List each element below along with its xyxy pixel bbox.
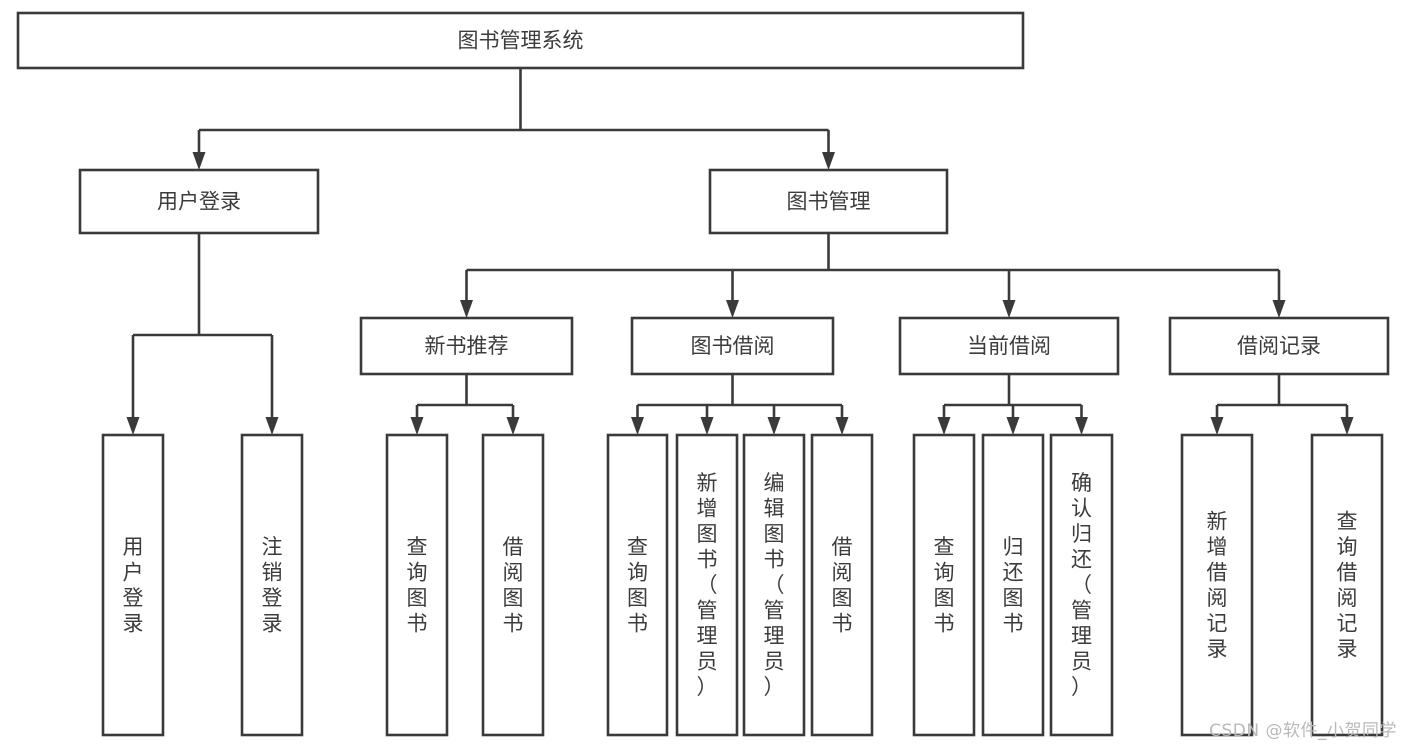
node-box	[1180, 433, 1254, 737]
node-leaf-confirm-return[interactable]: 确认归还（管理员）	[1049, 433, 1114, 737]
node-box	[1310, 433, 1384, 737]
node-box	[912, 433, 976, 737]
node-label: 借阅图书	[503, 535, 524, 636]
node-label: 新增图书（管理员）	[697, 471, 718, 699]
node-box	[630, 316, 835, 376]
node-label: 新增借阅记录	[1207, 509, 1228, 661]
node-label: 当前借阅	[967, 334, 1051, 358]
node-label: 借阅记录	[1237, 334, 1321, 358]
node-label: 用户登录	[123, 535, 144, 636]
node-label: 查询图书	[407, 535, 428, 636]
node-label: 确认归还（管理员）	[1071, 471, 1092, 699]
node-box	[385, 433, 449, 737]
node-box	[606, 433, 669, 737]
node-label: 新书推荐	[425, 334, 509, 358]
node-user-login[interactable]: 用户登录	[78, 168, 320, 235]
node-box	[675, 433, 739, 737]
node-label: 注销登录	[262, 535, 283, 636]
node-borrow-record[interactable]: 借阅记录	[1168, 316, 1390, 376]
node-leaf-borrow-book-1[interactable]: 借阅图书	[481, 433, 545, 737]
node-book-borrow[interactable]: 图书借阅	[630, 316, 835, 376]
node-box	[898, 316, 1120, 376]
node-box	[742, 433, 806, 737]
node-label: 查询借阅记录	[1337, 509, 1358, 661]
node-leaf-borrow-book-2[interactable]: 借阅图书	[810, 433, 874, 737]
node-label: 查询图书	[627, 535, 648, 636]
node-book-manage[interactable]: 图书管理	[708, 168, 949, 235]
node-leaf-query-record[interactable]: 查询借阅记录	[1310, 433, 1384, 737]
node-label: 图书借阅	[691, 334, 775, 358]
node-box	[981, 433, 1045, 737]
node-label: 图书管理系统	[458, 29, 584, 53]
node-leaf-logout[interactable]: 注销登录	[240, 433, 304, 737]
node-leaf-query-book-2[interactable]: 查询图书	[606, 433, 669, 737]
node-leaf-query-book-1[interactable]: 查询图书	[385, 433, 449, 737]
node-root[interactable]: 图书管理系统	[16, 11, 1025, 70]
node-label: 图书管理	[787, 190, 871, 214]
node-layer: 图书管理系统用户登录图书管理新书推荐图书借阅当前借阅借阅记录用户登录注销登录查询…	[16, 11, 1390, 737]
node-label: 用户登录	[157, 190, 241, 214]
node-leaf-user-login[interactable]: 用户登录	[101, 433, 165, 737]
node-new-book-rec[interactable]: 新书推荐	[359, 316, 574, 376]
node-leaf-add-record[interactable]: 新增借阅记录	[1180, 433, 1254, 737]
node-leaf-return-book[interactable]: 归还图书	[981, 433, 1045, 737]
node-box	[359, 316, 574, 376]
node-label: 编辑图书（管理员）	[764, 471, 785, 699]
node-box	[481, 433, 545, 737]
node-box	[101, 433, 165, 737]
node-current-borrow[interactable]: 当前借阅	[898, 316, 1120, 376]
node-label: 借阅图书	[832, 535, 853, 636]
connector-layer	[126, 68, 1354, 435]
csdn-watermark: CSDN @软件_小贺同学	[1209, 721, 1397, 741]
node-leaf-edit-book[interactable]: 编辑图书（管理员）	[742, 433, 806, 737]
node-box	[708, 168, 949, 235]
node-label: 归还图书	[1003, 535, 1024, 636]
node-box	[16, 11, 1025, 70]
node-label: 查询图书	[934, 535, 955, 636]
node-leaf-add-book[interactable]: 新增图书（管理员）	[675, 433, 739, 737]
node-box	[78, 168, 320, 235]
node-box	[810, 433, 874, 737]
node-box	[1168, 316, 1390, 376]
node-leaf-query-book-3[interactable]: 查询图书	[912, 433, 976, 737]
node-box	[1049, 433, 1114, 737]
node-box	[240, 433, 304, 737]
